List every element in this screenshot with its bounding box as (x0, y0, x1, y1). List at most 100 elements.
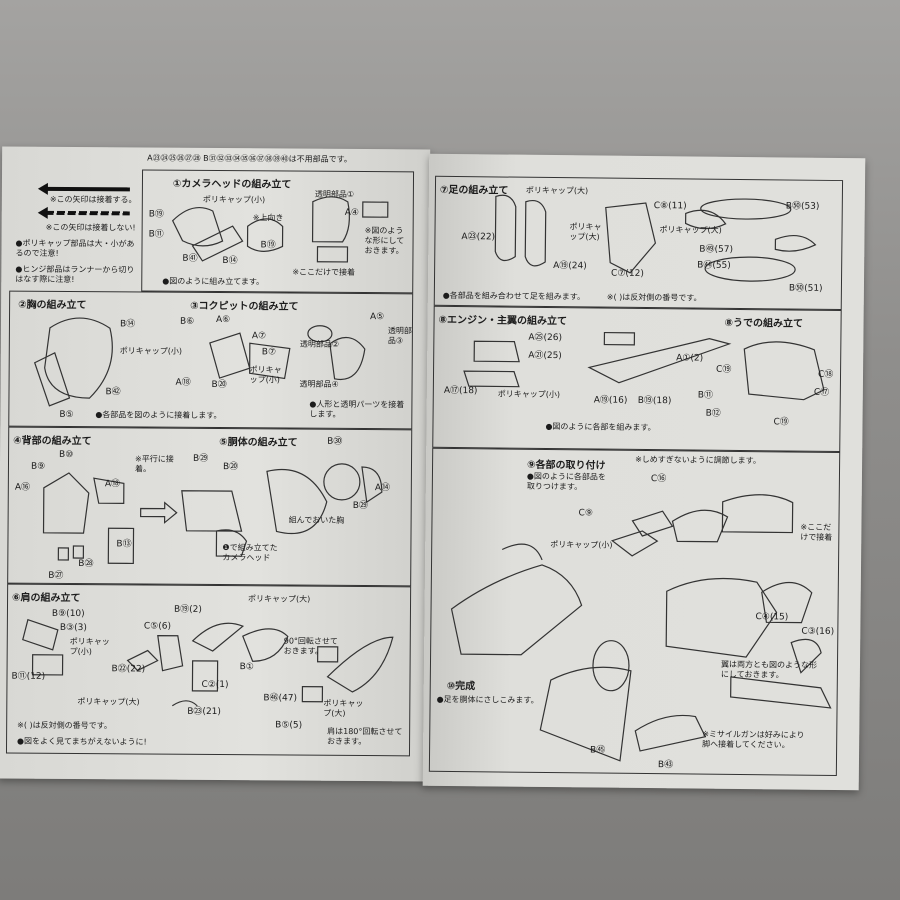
parallel-note: ※平行に接着。 (134, 454, 174, 474)
part-label: 透明部品① (314, 189, 355, 199)
part-label: C②(1) (201, 679, 229, 691)
step8b-title: ⑧うでの組み立て (724, 317, 804, 330)
part-label: B⑲ (260, 240, 276, 251)
hinge-note: ●ヒンジ部品はランナーから切りはなす際に注意! (15, 264, 135, 285)
rotate-180-note: 肩は180°回転させておきます。 (327, 726, 403, 747)
step1-note: ●図のように組み立てます。 (162, 276, 265, 287)
part-label: ポリキャップ(小) (550, 540, 613, 550)
part-label: B⑬ (116, 539, 132, 550)
part-label: B㊿(51) (788, 283, 823, 294)
part-label: C⑰ (813, 387, 830, 398)
part-label: C⑱ (817, 369, 834, 380)
part-label: B③(3) (59, 622, 87, 634)
part-label: ポリキャップ(小) (249, 365, 282, 385)
part-label: C③(16) (801, 626, 835, 637)
part-label: ※ここだけで接着 (292, 267, 356, 277)
part-label: ポリキャップ(小) (119, 346, 183, 356)
step10-note: ●足を胴体にさしこみます。 (436, 694, 539, 705)
part-label: B⑪ (148, 229, 164, 240)
part-label: ポリキャップ(大) (248, 594, 311, 604)
part-label: B⑩ (59, 449, 74, 461)
part-label: ポリキャップ(大) (569, 222, 602, 242)
step8-panel: ⑧エンジン・主翼の組み立て A㉕(26) A㉑(25) A⑰(18) ポリキャッ… (432, 305, 842, 453)
opposite-side-note: ※( )は反対側の番号です。 (606, 292, 702, 303)
part-label: ポリキャップ(大) (525, 185, 589, 196)
part-label: ポリキャップ(大) (77, 697, 140, 707)
part-label: B㉘ (78, 559, 94, 570)
part-label: A㉓(22) (461, 232, 496, 243)
part-label: A⑤ (369, 312, 385, 323)
part-label: B⑪(12) (11, 671, 46, 682)
part-label: B㊹(55) (697, 260, 731, 271)
part-label: A⑱ (104, 479, 121, 490)
step2-3-panel: ②胸の組み立て B⑭ B㊷ B⑤ ●各部品を図のように接着します。 ③コクピット… (8, 290, 414, 430)
camera-head-note: ❶で組み立てたカメラヘッド (222, 543, 278, 563)
polycap-note: ●ポリキャップ部品は大・小があるので注意! (15, 238, 135, 258)
solid-arrow-note: ※この矢印は接着する。 (49, 194, 137, 205)
part-label: A㉕(26) (528, 332, 563, 344)
assembly-illustration (450, 494, 832, 762)
part-label: B㊺ (590, 745, 606, 756)
tighten-note: ※しめすぎないように調節します。 (635, 454, 761, 466)
part-label: B㊻(47) (263, 693, 298, 704)
part-label: C⑤(6) (143, 621, 172, 632)
back-illustration (42, 472, 135, 565)
part-label: B㉒(22) (111, 664, 146, 675)
part-label: 透明部品② (299, 339, 340, 349)
part-label: ポリキャップ(小) (69, 636, 110, 657)
step3-title: ③コクピットの組み立て (190, 300, 299, 313)
step9-title: ⑨各部の取り付け (527, 459, 606, 472)
part-label: ※上向き (252, 213, 284, 223)
step1-side-note: ※図のような形にしておきます。 (364, 226, 405, 256)
solid-arrow-line (45, 186, 130, 192)
step5-title: ⑤胴体の組み立て (219, 437, 298, 449)
part-label: B⑨(10) (51, 608, 85, 620)
step3-note: ●人形と透明パーツを接着します。 (309, 399, 405, 419)
part-label: A⑭ (374, 483, 391, 494)
part-label: 透明部品③ (387, 326, 412, 346)
dashed-arrow-line (45, 210, 130, 216)
part-label: B⑤ (59, 409, 74, 421)
part-label: 透明部品④ (299, 379, 339, 389)
part-label: C⑯ (650, 474, 667, 485)
part-label: C⑦(12) (611, 268, 644, 279)
part-label: A⑦ (251, 331, 267, 342)
step8-note: ●図のように各部を組みます。 (545, 421, 656, 433)
part-label: B⑭ (222, 256, 238, 267)
part-label: B⑲(18) (637, 395, 672, 407)
body-illustration (181, 463, 383, 557)
part-label: B⑲ (148, 209, 164, 220)
step4-title: ④背部の組み立て (13, 435, 92, 448)
part-label: B㊸ (657, 760, 674, 771)
part-label: B⑲(2) (173, 604, 202, 615)
step10-title: ⑩完成 (446, 680, 476, 693)
part-label: C⑨ (578, 508, 593, 519)
part-label: A⑥ (215, 315, 231, 326)
part-label: B㉙ (352, 500, 368, 512)
step7-panel: ⑦足の組み立て ポリキャップ(大) A㉓(22) A⑲(24) ポリキャップ(大… (433, 175, 844, 311)
part-label: A④ (344, 207, 360, 219)
part-label: ポリキャップ(大) (323, 698, 364, 718)
leg-illustration (494, 194, 817, 282)
part-label: B㉙ (193, 453, 209, 464)
missile-note: ※ミサイルガンは好みにより脚へ接着してください。 (702, 729, 805, 750)
cockpit-illustration (209, 325, 366, 381)
manual-left-page: A㉓㉔㉕㉖㉗㉘ B㉛㉜㉝㉞㉟㊱㊲㊳㊴㊵は不用部品です。 ※この矢印は接着する。 … (0, 146, 431, 782)
part-label: B㊶ (182, 253, 198, 264)
part-label: B⑳ (222, 462, 239, 473)
part-label: B㉗ (48, 570, 64, 581)
part-label: B⑥ (179, 316, 195, 327)
unused-parts-note: A㉓㉔㉕㉖㉗㉘ B㉛㉜㉝㉞㉟㊱㊲㊳㊴㊵は不用部品です。 (147, 153, 352, 164)
part-label: B⑭ (119, 319, 136, 330)
right-arrow-icon (140, 501, 178, 524)
engine-wing-illustration (463, 331, 825, 401)
part-label: B⑦ (261, 347, 277, 358)
part-label: B⑫ (705, 408, 721, 419)
step9-panel: ⑨各部の取り付け ※しめすぎないように調節します。 ●図のように各部品を取りつけ… (428, 447, 841, 777)
part-label: A㉑(25) (528, 350, 562, 362)
part-label: B⑳ (211, 379, 227, 391)
dashed-arrow-note: ※この矢印は接着しない! (45, 222, 136, 233)
part-label: C⑲ (716, 364, 732, 375)
part-label: B㉓(21) (187, 706, 221, 718)
step6-title: ⑥肩の組み立て (12, 592, 81, 605)
